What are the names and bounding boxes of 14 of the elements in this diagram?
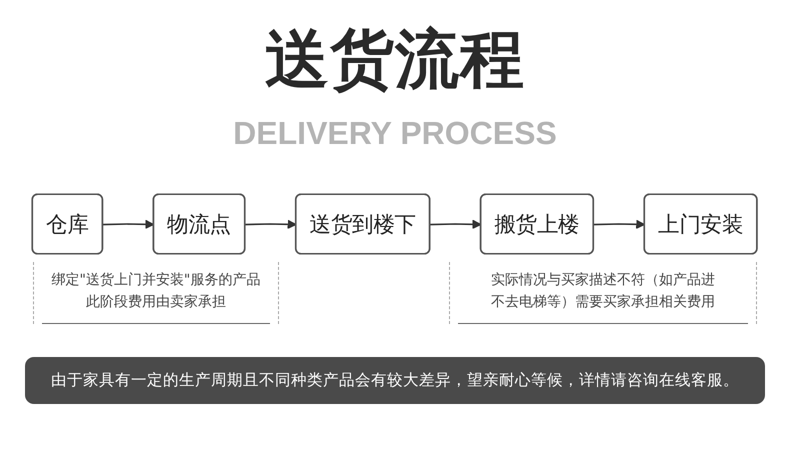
process-box: 上门安装 xyxy=(644,193,758,255)
process-box: 仓库 xyxy=(32,193,104,255)
arrow xyxy=(430,220,482,230)
process-box: 送货到楼下 xyxy=(295,193,431,255)
notice-text: 由于家具有一定的生产周期且不同种类产品会有较大差异，望亲耐心等候，详情请咨询在线客服。 xyxy=(51,370,739,391)
process-box: 搬货上楼 xyxy=(480,193,594,255)
process-box: 物流点 xyxy=(153,193,246,255)
arrow xyxy=(594,220,646,230)
arrow xyxy=(246,220,298,230)
note-text: 绑定"送货上门并安装"服务的产品此阶段费用由卖家承担 xyxy=(50,271,262,312)
note-text: 实际情况与买家描述不符（如产品进不去电梯等）需要买家承担相关费用 xyxy=(490,271,716,312)
arrow xyxy=(103,220,155,230)
title: 送货流程 xyxy=(265,27,525,94)
subtitle: DELIVERY PROCESS xyxy=(233,116,557,152)
